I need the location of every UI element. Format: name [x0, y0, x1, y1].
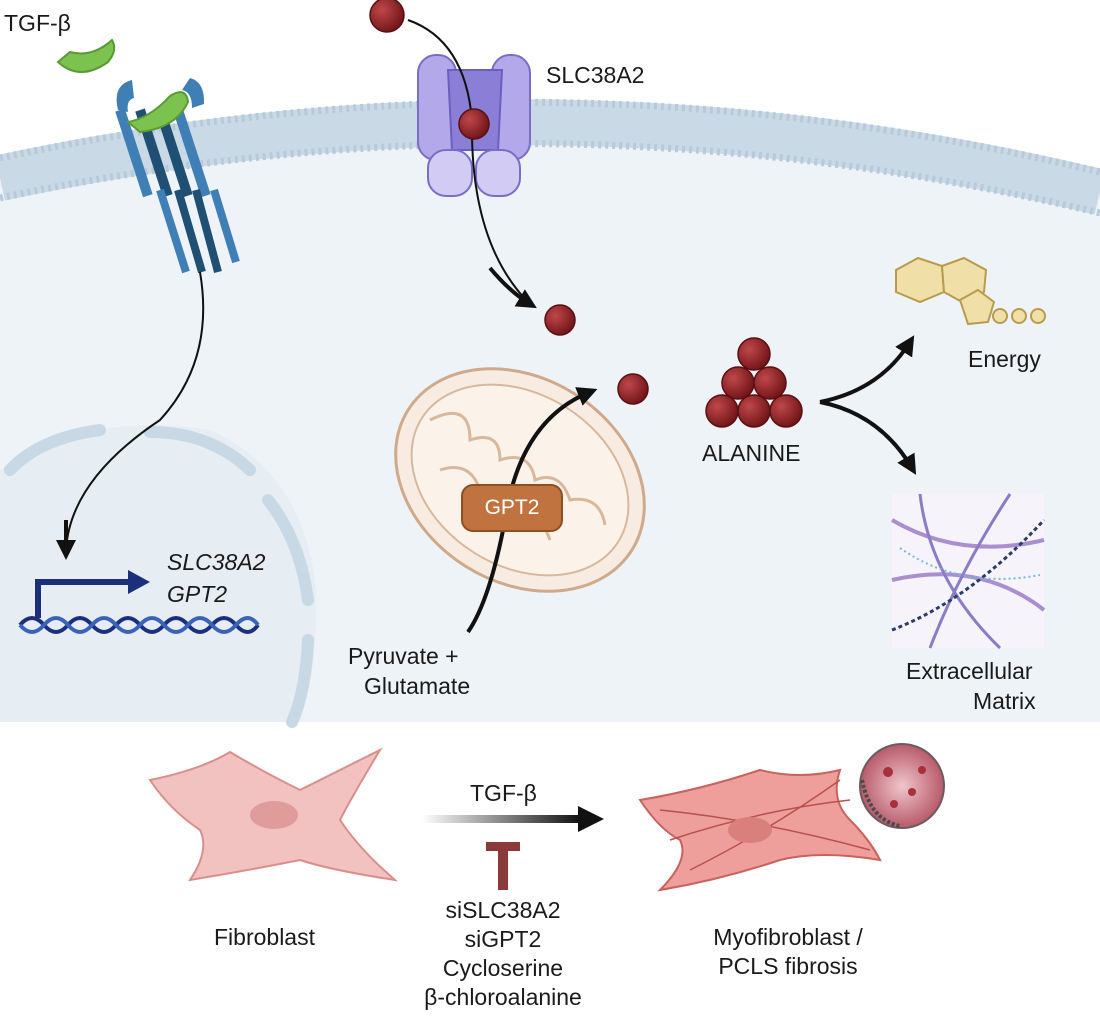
ecm-label-line2: Matrix [973, 688, 1036, 714]
slc38a2-label: SLC38A2 [546, 62, 645, 88]
tgfb-label: TGF-β [4, 10, 71, 36]
alanine-ball-icon [544, 304, 576, 336]
gene-slc38a2-label: SLC38A2 [167, 549, 266, 575]
myofibroblast-cell-icon [638, 768, 882, 892]
alanine-ball-icon [705, 394, 739, 428]
ecm-label-line1: Extracellular [906, 658, 1033, 684]
extracellular-matrix-icon [890, 493, 1046, 650]
inhibition-bar-icon [486, 842, 520, 890]
inhibitor-4: β-chloroalanine [424, 984, 582, 1010]
substrate-label-line1: Pyruvate + [348, 643, 459, 669]
fibroblast-label: Fibroblast [214, 924, 315, 950]
cell-membrane [0, 98, 1100, 217]
substrate-label-line2: Glutamate [364, 673, 471, 699]
pcls-tissue-icon [859, 743, 945, 829]
gpt2-enzyme-badge: GPT2 [461, 484, 563, 532]
alanine-ball-icon [369, 0, 405, 33]
alanine-ball-icon [721, 366, 755, 400]
myofibroblast-label-line2: PCLS fibrosis [718, 953, 858, 979]
fibroblast-cell-icon [148, 747, 399, 882]
alanine-ball-icon [769, 394, 803, 428]
myofibroblast-label-line1: Myofibroblast / [713, 924, 863, 950]
tgfb-arrow-label: TGF-β [470, 780, 537, 806]
tgfb-receptor-icon [115, 78, 240, 274]
inhibitor-3: Cycloserine [442, 955, 564, 981]
alanine-ball-icon [737, 394, 771, 428]
inhibitor-2: siGPT2 [464, 926, 542, 952]
alanine-ball-icon [617, 373, 649, 405]
energy-atp-icon [895, 256, 1046, 326]
alanine-ball-icon [753, 366, 787, 400]
alanine-label: ALANINE [702, 440, 801, 466]
alanine-ball-icon [737, 337, 771, 371]
nucleus [0, 424, 316, 728]
gene-gpt2-label: GPT2 [167, 581, 228, 607]
tgfb-ligand-icon [56, 38, 116, 73]
gene-promoter-icon [35, 570, 150, 618]
alanine-ball-icon [458, 108, 490, 140]
energy-label: Energy [968, 346, 1041, 372]
inhibitor-1: siSLC38A2 [445, 897, 561, 923]
dna-helix-icon [18, 616, 260, 634]
tgfb-transition-arrow [422, 815, 580, 823]
